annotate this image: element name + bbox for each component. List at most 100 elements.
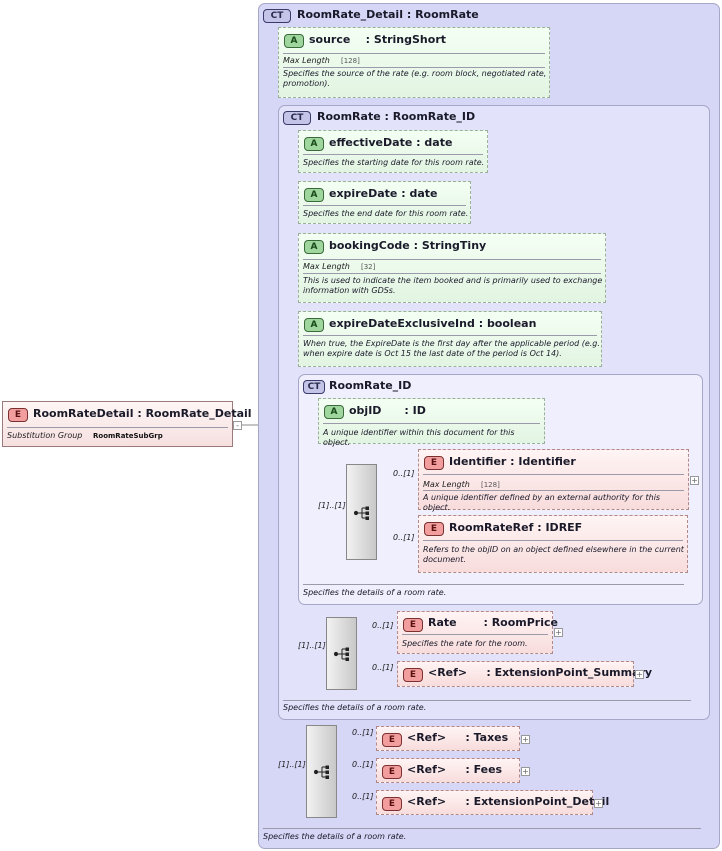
root-element-title: RoomRateDetail : RoomRate_Detail	[33, 407, 252, 420]
sequence-icon	[354, 506, 369, 520]
element-title: Rate : RoomPrice	[428, 616, 558, 629]
expand-plus-icon[interactable]: +	[690, 476, 699, 485]
divider	[303, 205, 466, 206]
expand-plus-icon[interactable]: +	[554, 628, 563, 637]
sequence-cardinality: [1]..[1]	[298, 641, 326, 650]
root-element-box[interactable]: E RoomRateDetail : RoomRate_Detail Subst…	[2, 401, 252, 447]
divider	[283, 53, 545, 54]
element-badge: E	[382, 733, 402, 747]
attribute-booking-code[interactable]: A bookingCode : StringTiny Max Length [3…	[298, 233, 606, 303]
max-length-label: Max Length	[283, 56, 330, 65]
divider	[263, 828, 701, 829]
element-cardinality: 0..[1]	[393, 469, 415, 478]
divider	[423, 540, 683, 541]
expand-plus-icon[interactable]: +	[521, 767, 530, 776]
attribute-doc-line-1: This is used to indicate the item booked…	[303, 276, 603, 285]
divider	[423, 490, 684, 491]
max-length-value: [128]	[341, 57, 360, 65]
element-cardinality: 0..[1]	[372, 663, 394, 672]
element-title: <Ref> : Taxes	[407, 731, 509, 744]
attribute-source[interactable]: A source : StringShort Max Length [128] …	[278, 27, 550, 98]
attribute-expire-date[interactable]: A expireDate : date Specifies the end da…	[298, 181, 471, 224]
attribute-effective-date[interactable]: A effectiveDate : date Specifies the sta…	[298, 130, 488, 173]
divider	[303, 273, 601, 274]
attribute-expire-date-exclusive-ind[interactable]: A expireDateExclusiveInd : boolean When …	[298, 311, 602, 367]
sequence-compositor[interactable]	[326, 617, 357, 690]
element-extension-point-summary[interactable]: E <Ref> : ExtensionPoint_Summary	[397, 661, 652, 687]
attribute-title: bookingCode : StringTiny	[329, 239, 487, 252]
sequence-icon	[314, 765, 329, 779]
divider	[303, 335, 597, 336]
divider	[402, 634, 548, 635]
element-documentation: A unique identifier defined by an extern…	[423, 493, 661, 512]
substitution-group-value: RoomRateSubGrp	[93, 432, 163, 440]
collapse-minus-icon[interactable]: -	[233, 421, 242, 430]
element-title: <Ref> : ExtensionPoint_Detail	[407, 795, 610, 808]
complex-type-documentation: Specifies the details of a room rate.	[263, 832, 407, 841]
complex-type-title: RoomRate_Detail : RoomRate	[297, 8, 479, 21]
element-badge: E	[382, 797, 402, 811]
attribute-doc-line-1: Specifies the source of the rate (e.g. r…	[283, 69, 547, 78]
divider	[283, 700, 691, 701]
divider	[283, 67, 545, 68]
substitution-group-label: Substitution Group	[7, 431, 83, 440]
attribute-obj-id[interactable]: A objID : ID A unique identifier within …	[318, 398, 545, 447]
max-length-value: [32]	[361, 263, 376, 271]
complex-type-badge: CT	[303, 380, 325, 394]
element-title: RoomRateRef : IDREF	[449, 521, 583, 534]
element-extension-point-detail[interactable]: E <Ref> : ExtensionPoint_Detail	[376, 790, 609, 815]
divider	[303, 154, 483, 155]
divider	[303, 584, 684, 585]
attribute-documentation: Specifies the starting date for this roo…	[303, 158, 485, 167]
attribute-badge: A	[324, 405, 344, 419]
element-rate[interactable]: E Rate : RoomPrice Specifies the rate fo…	[397, 611, 558, 654]
complex-type-documentation: Specifies the details of a room rate.	[303, 588, 447, 597]
element-doc-line-1: Refers to the objID on an object defined…	[423, 545, 684, 554]
element-doc-line-2: document.	[423, 555, 466, 564]
expand-plus-icon[interactable]: +	[594, 799, 603, 808]
attribute-doc-line-2: information with GDSs.	[303, 286, 396, 295]
element-cardinality: 0..[1]	[352, 728, 374, 737]
element-cardinality: 0..[1]	[372, 621, 394, 630]
complex-type-badge: CT	[283, 111, 311, 125]
complex-type-title: RoomRate : RoomRate_ID	[317, 110, 476, 123]
attribute-title: source : StringShort	[309, 33, 446, 46]
element-badge: E	[403, 668, 423, 682]
attribute-title: expireDateExclusiveInd : boolean	[329, 317, 537, 330]
element-documentation: Specifies the rate for the room.	[402, 639, 528, 648]
element-fees[interactable]: E <Ref> : Fees	[376, 758, 520, 783]
divider	[423, 474, 684, 475]
expand-plus-icon[interactable]: +	[635, 670, 644, 679]
sequence-icon	[334, 647, 349, 661]
sequence-compositor[interactable]	[346, 464, 377, 560]
sequence-cardinality: [1]..[1]	[318, 501, 346, 510]
attribute-title: effectiveDate : date	[329, 136, 453, 149]
attribute-title: expireDate : date	[329, 187, 438, 200]
element-cardinality: 0..[1]	[352, 760, 374, 769]
element-badge: E	[8, 408, 28, 422]
element-badge: E	[403, 618, 423, 632]
sequence-compositor[interactable]	[306, 725, 337, 818]
complex-type-documentation: Specifies the details of a room rate.	[283, 703, 427, 712]
element-badge: E	[382, 765, 402, 779]
attribute-badge: A	[304, 318, 324, 332]
element-title: <Ref> : Fees	[407, 763, 503, 776]
element-roomrate-ref[interactable]: E RoomRateRef : IDREF Refers to the objI…	[418, 515, 688, 573]
max-length-value: [128]	[481, 481, 500, 489]
element-title: <Ref> : ExtensionPoint_Summary	[428, 666, 653, 679]
divider	[303, 259, 601, 260]
attribute-badge: A	[304, 240, 324, 254]
max-length-label: Max Length	[423, 480, 470, 489]
element-cardinality: 0..[1]	[352, 792, 374, 801]
attribute-badge: A	[304, 137, 324, 151]
attribute-doc-line-2: promotion).	[283, 79, 330, 88]
attribute-documentation: Specifies the end date for this room rat…	[303, 209, 469, 218]
element-badge: E	[424, 522, 444, 536]
element-identifier[interactable]: E Identifier : Identifier Max Length [12…	[418, 449, 689, 512]
expand-plus-icon[interactable]: +	[521, 735, 530, 744]
element-taxes[interactable]: E <Ref> : Taxes	[376, 726, 520, 751]
attribute-title: objID : ID	[349, 404, 426, 417]
complex-type-badge: CT	[263, 9, 291, 23]
attribute-badge: A	[304, 188, 324, 202]
max-length-label: Max Length	[303, 262, 350, 271]
